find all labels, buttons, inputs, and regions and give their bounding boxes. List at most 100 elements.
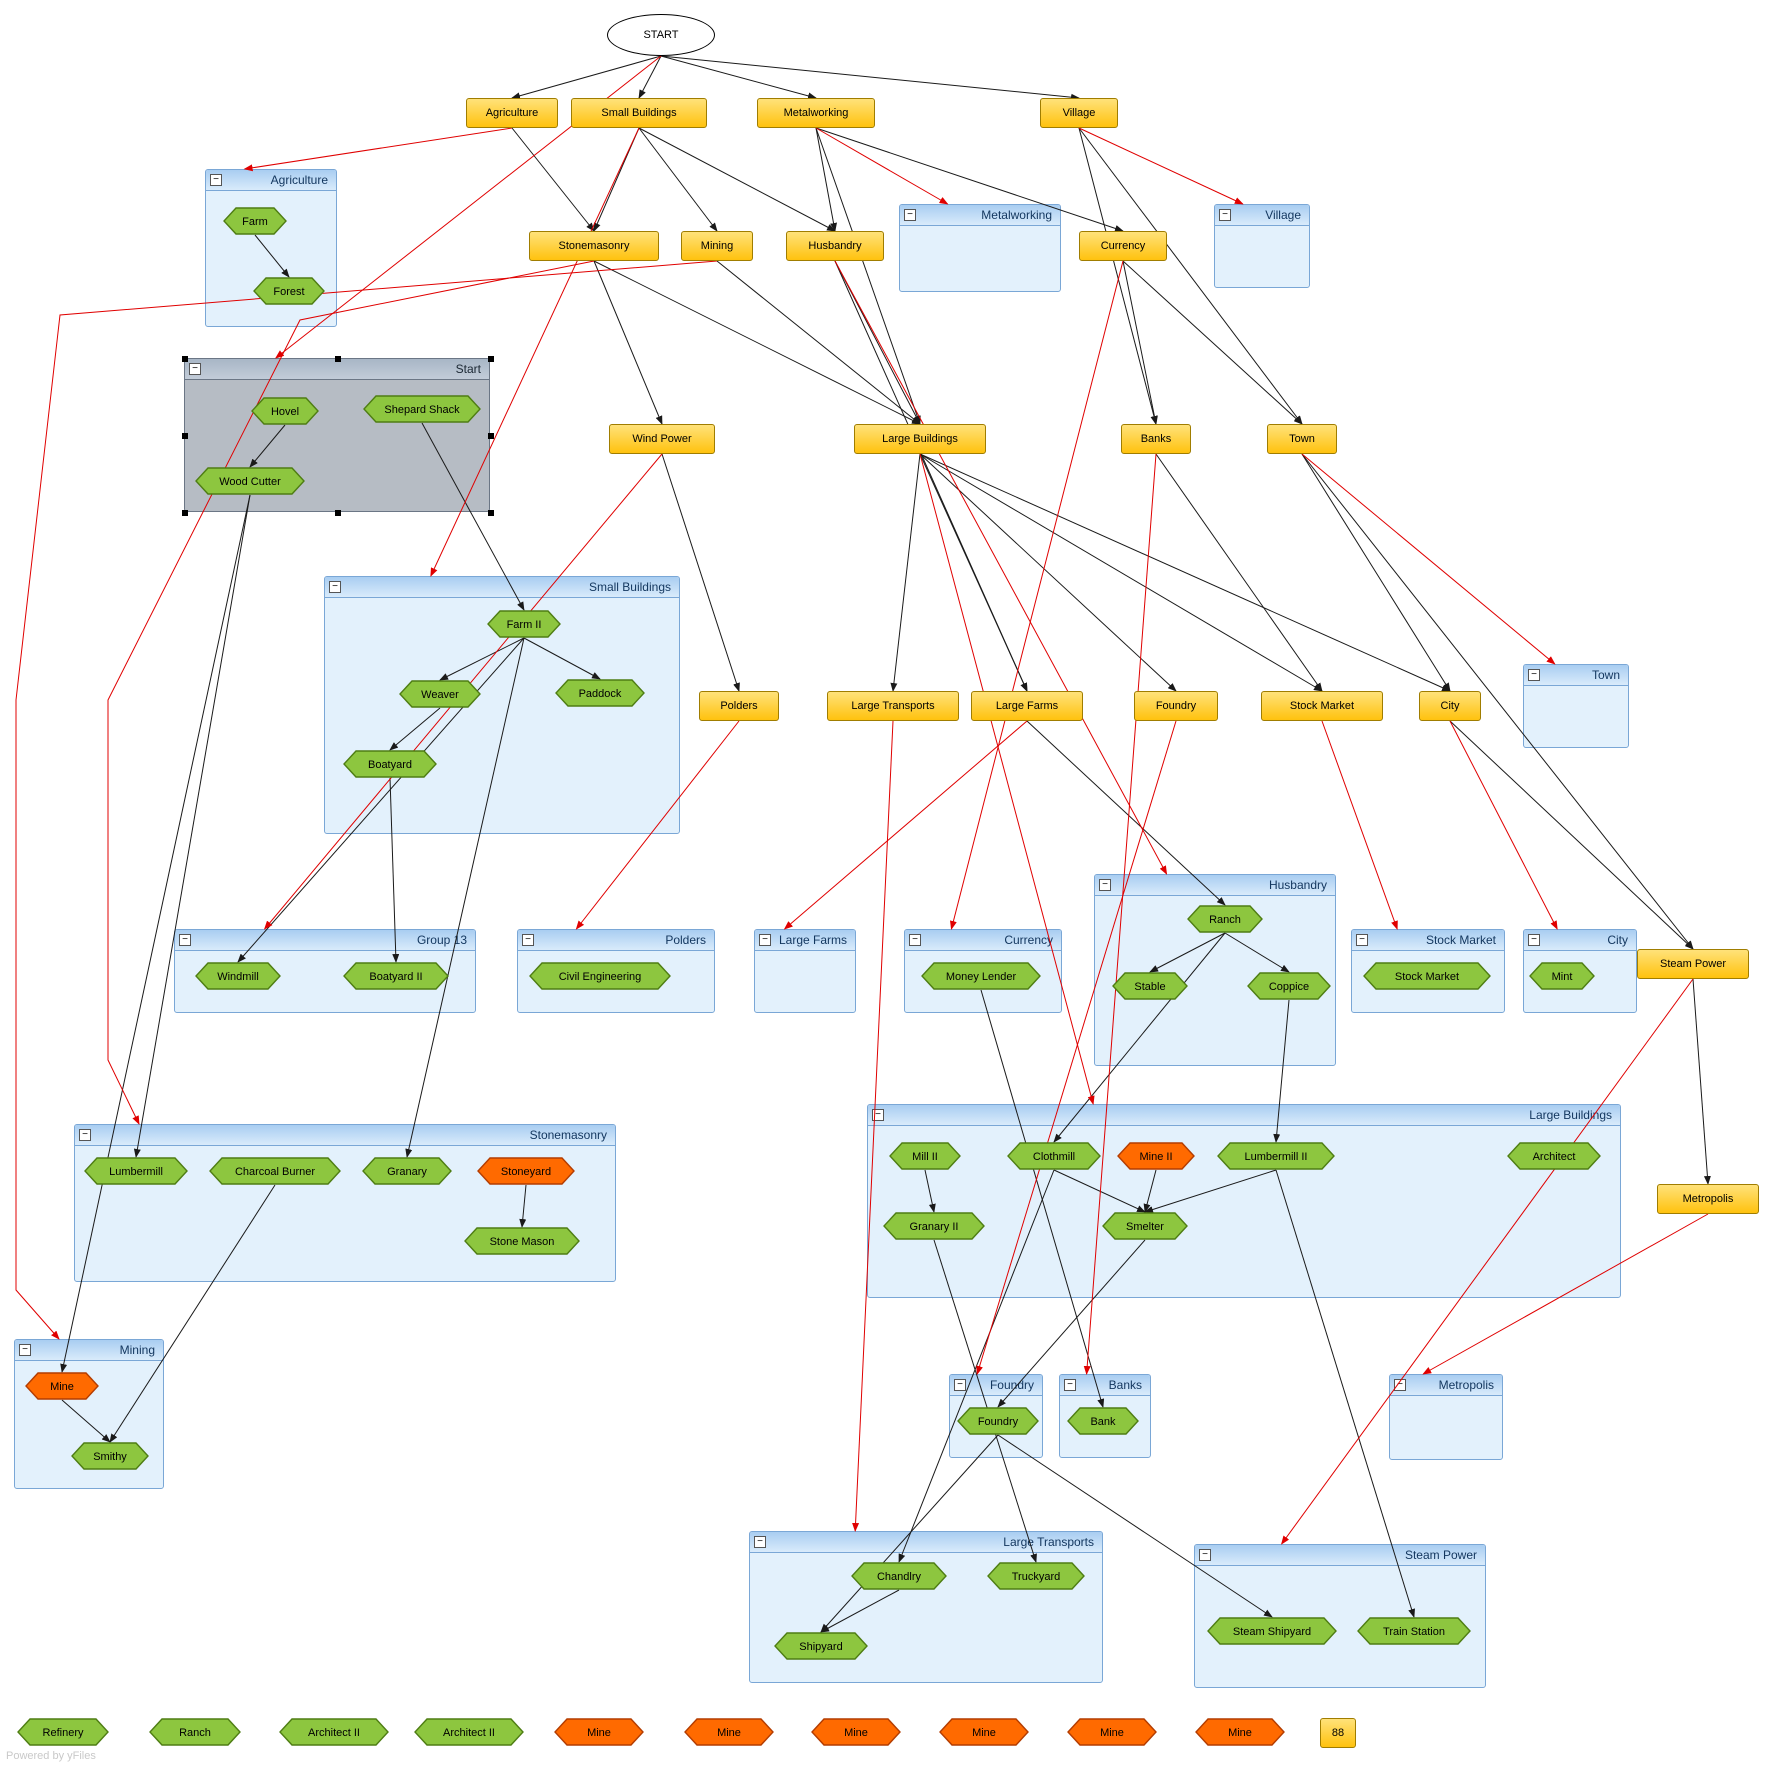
group-header[interactable]: −Large Transports (750, 1532, 1102, 1553)
group-header[interactable]: −Currency (905, 930, 1061, 951)
selection-handle[interactable] (488, 510, 494, 516)
edge-small-buildings-t-to-husbandry-t[interactable] (638, 127, 836, 232)
collapse-icon[interactable]: − (1528, 669, 1540, 681)
edge-stoneyard-to-stone-mason[interactable] (519, 1184, 527, 1228)
building-stoneyard[interactable]: Stoneyard (477, 1157, 575, 1185)
edge-town-t-to-g-town[interactable] (1301, 453, 1556, 665)
edge-steam-power-t-to-g-steam-power[interactable] (1281, 978, 1694, 1545)
group-header[interactable]: −Large Buildings (868, 1105, 1620, 1126)
group-large-farms[interactable]: −Large Farms (754, 929, 856, 1013)
edge-small-buildings-t-to-mining-t[interactable] (638, 127, 718, 232)
edge-wind-power-t-to-polders-t[interactable] (661, 453, 740, 692)
tech-metalworking[interactable]: Metalworking (757, 98, 875, 128)
tech-steam-power[interactable]: Steam Power (1637, 949, 1749, 979)
collapse-icon[interactable]: − (522, 934, 534, 946)
selection-handle[interactable] (335, 510, 341, 516)
edge-polders-t-to-g-polders[interactable] (575, 720, 740, 930)
edge-town-t-to-steam-power-t[interactable] (1301, 453, 1694, 950)
edge-large-buildings-t-to-stock-market-t[interactable] (919, 453, 1323, 692)
group-stonemasonry[interactable]: −Stonemasonry (74, 1124, 616, 1282)
collapse-icon[interactable]: − (909, 934, 921, 946)
building-boatyard[interactable]: Boatyard (343, 750, 437, 778)
building-l-mine-a[interactable]: Mine (554, 1718, 644, 1746)
collapse-icon[interactable]: − (329, 581, 341, 593)
edge-city-t-to-g-city[interactable] (1449, 720, 1558, 930)
selection-handle[interactable] (182, 510, 188, 516)
building-wood-cutter[interactable]: Wood Cutter (195, 467, 305, 495)
edge-town-t-to-city-t[interactable] (1301, 453, 1451, 692)
group-header[interactable]: −Mining (15, 1340, 163, 1361)
edge-foundry-h-to-steam-shipyard[interactable] (997, 1434, 1273, 1618)
collapse-icon[interactable]: − (189, 363, 201, 375)
group-header[interactable]: −Foundry (950, 1375, 1042, 1396)
building-charcoal-burner[interactable]: Charcoal Burner (209, 1157, 341, 1185)
edge-village-t-to-banks-t[interactable] (1078, 127, 1158, 425)
group-header[interactable]: −Group 13 (175, 930, 475, 951)
group-header[interactable]: −Agriculture (206, 170, 336, 191)
edge-clothmill-to-smelter[interactable] (1053, 1169, 1146, 1213)
edge-chandlry-to-shipyard[interactable] (820, 1589, 900, 1633)
building-farm[interactable]: Farm (223, 207, 287, 235)
group-steam-power[interactable]: −Steam Power (1194, 1544, 1486, 1688)
collapse-icon[interactable]: − (79, 1129, 91, 1141)
group-header[interactable]: −Large Farms (755, 930, 855, 951)
edge-mill2-to-granary2[interactable] (924, 1169, 936, 1213)
edge-start-to-metalworking-t[interactable] (660, 55, 817, 100)
edge-lumbermill2-to-smelter[interactable] (1144, 1169, 1277, 1213)
collapse-icon[interactable]: − (179, 934, 191, 946)
group-metropolis[interactable]: −Metropolis (1389, 1374, 1503, 1460)
collapse-icon[interactable]: − (210, 174, 222, 186)
tech-husbandry[interactable]: Husbandry (786, 231, 884, 261)
edge-large-farms-t-to-ranch[interactable] (1026, 720, 1226, 906)
group-header[interactable]: −Stonemasonry (75, 1125, 615, 1146)
edge-large-buildings-t-to-large-transports-t[interactable] (890, 453, 921, 692)
edge-metropolis-t-to-g-metropolis[interactable] (1422, 1213, 1709, 1375)
collapse-icon[interactable]: − (1394, 1379, 1406, 1391)
tech-large-farms[interactable]: Large Farms (971, 691, 1083, 721)
count-badge[interactable]: 88 (1320, 1718, 1356, 1748)
edge-stock-market-t-to-g-stock-market[interactable] (1321, 720, 1398, 930)
edge-metalworking-t-to-husbandry-t[interactable] (815, 127, 837, 232)
building-mill2[interactable]: Mill II (889, 1142, 961, 1170)
edge-agriculture-t-to-g-agriculture[interactable] (243, 127, 513, 172)
collapse-icon[interactable]: − (1099, 879, 1111, 891)
building-l-mine-b[interactable]: Mine (684, 1718, 774, 1746)
edge-lumbermill2-to-train-station[interactable] (1275, 1169, 1415, 1618)
building-l-mine-c[interactable]: Mine (811, 1718, 901, 1746)
edge-farm2-to-weaver[interactable] (439, 637, 525, 681)
edge-agriculture-t-to-stonemasonry-t[interactable] (511, 127, 595, 232)
collapse-icon[interactable]: − (1064, 1379, 1076, 1391)
building-boatyard2[interactable]: Boatyard II (343, 962, 449, 990)
group-header[interactable]: −Metalworking (900, 205, 1060, 226)
edge-large-farms-t-to-g-large-farms[interactable] (783, 720, 1028, 930)
edge-large-transports-t-to-g-large-transports[interactable] (852, 720, 894, 1532)
building-mine-h[interactable]: Mine (25, 1372, 99, 1400)
tech-city[interactable]: City (1419, 691, 1481, 721)
edge-wood-cutter-to-mine-h[interactable] (60, 494, 251, 1373)
building-smithy[interactable]: Smithy (71, 1442, 149, 1470)
edge-mine2-to-smelter[interactable] (1143, 1169, 1157, 1213)
building-l-mine-e[interactable]: Mine (1067, 1718, 1157, 1746)
edge-village-t-to-town-t[interactable] (1078, 127, 1303, 425)
tech-village[interactable]: Village (1040, 98, 1118, 128)
edge-metalworking-t-to-large-buildings-t[interactable] (815, 127, 921, 425)
selection-handle[interactable] (182, 356, 188, 362)
group-header[interactable]: −Polders (518, 930, 714, 951)
building-farm2[interactable]: Farm II (487, 610, 561, 638)
building-mine2[interactable]: Mine II (1117, 1142, 1195, 1170)
edge-money-lender-to-bank[interactable] (980, 989, 1105, 1408)
edge-coppice-to-lumbermill2[interactable] (1273, 999, 1290, 1143)
edge-smelter-to-foundry-h[interactable] (997, 1239, 1146, 1408)
edge-hovel-to-wood-cutter[interactable] (249, 424, 286, 468)
building-lumbermill[interactable]: Lumbermill (84, 1157, 188, 1185)
edge-metalworking-t-to-currency-t[interactable] (815, 127, 1124, 232)
tech-currency[interactable]: Currency (1079, 231, 1167, 261)
building-money-lender[interactable]: Money Lender (921, 962, 1041, 990)
tech-polders[interactable]: Polders (699, 691, 779, 721)
building-bank[interactable]: Bank (1067, 1407, 1139, 1435)
tech-banks[interactable]: Banks (1121, 424, 1191, 454)
tech-town[interactable]: Town (1267, 424, 1337, 454)
building-paddock[interactable]: Paddock (555, 679, 645, 707)
collapse-icon[interactable]: − (754, 1536, 766, 1548)
building-civil-engineering[interactable]: Civil Engineering (529, 962, 671, 990)
